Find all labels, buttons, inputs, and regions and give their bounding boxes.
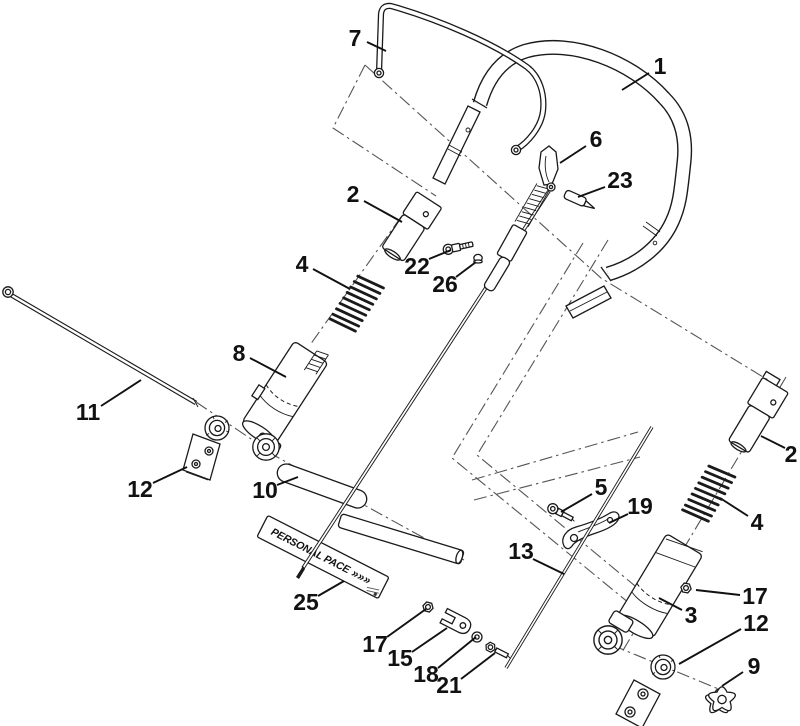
part-2-handle-mount-left	[382, 191, 442, 262]
leader-line-10	[276, 476, 299, 486]
callout-17-left: 17	[362, 631, 388, 657]
part-6-speed-lever	[483, 145, 559, 292]
callout-26: 26	[432, 271, 458, 297]
callout-3: 3	[685, 602, 698, 628]
cable-tip	[296, 566, 305, 579]
leader-line-12-left	[152, 466, 188, 484]
bail-eyelet-left	[373, 67, 385, 79]
decal-mark	[373, 592, 378, 597]
callout-7: 7	[349, 25, 362, 51]
leader-line-4-right	[719, 497, 749, 517]
callout-9: 9	[748, 653, 761, 679]
callout-2-right: 2	[785, 441, 798, 467]
callout-22: 22	[404, 253, 430, 279]
leader-line-15	[411, 627, 448, 653]
leader-line-18	[437, 636, 477, 669]
callout-4-left: 4	[296, 251, 309, 277]
part-3-adjuster-right	[593, 534, 703, 655]
callout-1: 1	[654, 53, 667, 79]
callout-6: 6	[590, 126, 603, 152]
leader-line-22	[428, 249, 452, 260]
part-7-control-bail	[373, 2, 547, 156]
leader-line-17-left	[386, 608, 427, 638]
callout-25: 25	[293, 589, 319, 615]
decal-text: PERSONAL PACE	[269, 526, 353, 577]
leader-line-6	[559, 145, 587, 164]
leader-line-17-right	[695, 589, 741, 596]
part-1-upper-handle	[471, 40, 693, 282]
part-10-spacer-tube	[276, 463, 368, 509]
callout-12-left: 12	[127, 476, 153, 502]
leader-line-19	[608, 513, 629, 524]
leader-line-4-left	[312, 268, 351, 290]
leader-line-3	[658, 597, 683, 611]
leader-line-2-left	[363, 200, 403, 223]
callout-12-right: 12	[743, 610, 769, 636]
callout-4-right: 4	[751, 509, 764, 535]
part-9-knob	[704, 686, 737, 714]
bail-eyelet-right	[510, 144, 522, 156]
leader-line-2-right	[760, 435, 786, 449]
leader-line-13	[532, 558, 565, 575]
part-15-clevis	[439, 607, 472, 635]
part-12-ball-joint-right	[615, 654, 676, 726]
callout-17-right: 17	[742, 583, 768, 609]
callout-21: 21	[436, 672, 462, 698]
part-11-rod	[2, 286, 199, 408]
callout-8: 8	[233, 340, 246, 366]
handle-lower-tube-left	[432, 105, 481, 185]
leader-line-7	[366, 41, 387, 52]
leader-line-25	[317, 580, 345, 597]
leader-line-1	[621, 72, 650, 91]
part-3-pivot-bearing	[593, 625, 623, 655]
part-21-bolt	[483, 640, 511, 659]
leader-line-9	[721, 671, 744, 687]
part-22-bolt	[442, 241, 474, 255]
handle-sleeve-right	[565, 285, 612, 319]
part-13-shift-rod	[504, 426, 654, 669]
part-8-pivot-bearing	[252, 433, 280, 461]
leader-line-23	[577, 186, 606, 198]
part-8-adjuster-left	[241, 342, 329, 461]
leader-line-11	[100, 379, 142, 407]
part-4-spring-right	[681, 461, 737, 526]
handle-cross-tube	[337, 513, 465, 565]
callout-18: 18	[413, 661, 439, 687]
leader-line-8	[249, 357, 287, 378]
callout-13: 13	[508, 538, 534, 564]
leader-line-5	[560, 493, 593, 513]
callout-23: 23	[607, 167, 633, 193]
callout-5: 5	[595, 474, 608, 500]
part-2-handle-mount-right	[728, 370, 789, 453]
part-18-washer	[471, 631, 483, 643]
part-12-ball-joint-left	[182, 415, 230, 481]
callout-11: 11	[76, 399, 101, 425]
callout-10: 10	[252, 477, 278, 503]
part-23-pin	[563, 189, 596, 210]
cable-spring-sleeve	[514, 183, 551, 228]
part-5-bolt	[547, 503, 575, 522]
leader-line-21	[460, 652, 496, 680]
callout-2-left: 2	[347, 181, 360, 207]
callout-15: 15	[387, 645, 413, 671]
part-26-nut	[473, 253, 483, 264]
leader-line-12-right	[678, 628, 742, 665]
leader-line-26	[455, 261, 477, 278]
callout-19: 19	[627, 493, 653, 519]
